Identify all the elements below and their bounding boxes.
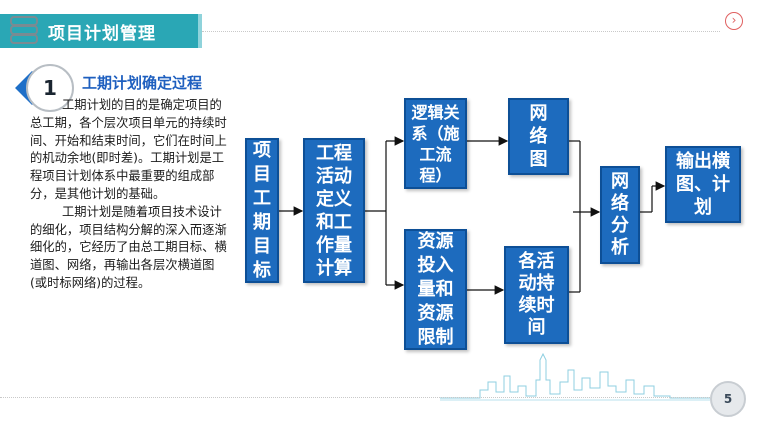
next-arrow-icon[interactable]: › [725, 12, 743, 30]
page-title: 项目计划管理 [48, 24, 156, 44]
body-paragraph-1: 工期计划的目的是确定项目的总工期，各个层次项目单元的持续时间、开始和结束时间，它… [30, 98, 227, 201]
activity-durations-box: 各活动持续时间 [504, 246, 569, 344]
network-analysis-box: 网络分析 [600, 166, 640, 264]
logic-relation-box: 逻辑关系（施工流程） [404, 98, 467, 189]
project-duration-goal-label: 项目工期目标 [253, 139, 271, 281]
footer-divider [0, 397, 712, 398]
network-chart-box: 网络图 [508, 98, 569, 175]
network-analysis-label: 网络分析 [611, 171, 629, 258]
resource-input-label: 资源投入量和资源限制 [417, 230, 454, 348]
activity-definition-box: 工程活动定义和工作量计算 [303, 138, 365, 283]
section-number: 1 [26, 64, 74, 112]
activity-durations-label: 各活动持续时间 [518, 251, 555, 338]
resource-input-box: 资源投入量和资源限制 [404, 229, 467, 350]
network-chart-label: 网络图 [529, 103, 548, 170]
body-text: 工期计划的目的是确定项目的总工期，各个层次项目单元的持续时间、开始和结束时间，它… [30, 97, 228, 293]
body-paragraph-2: 工期计划是随着项目技术设计的细化，项目结构分解的深入而逐渐细化的，它经历了由总工… [30, 204, 227, 290]
logic-relation-label: 逻辑关系（施工流程） [411, 102, 460, 185]
activity-definition-label: 工程活动定义和工作量计算 [316, 142, 352, 279]
project-duration-goal-box: 项目工期目标 [245, 138, 279, 283]
output-plan-label: 输出横图、计划 [676, 151, 730, 218]
output-plan-box: 输出横图、计划 [665, 146, 741, 223]
section-title: 工期计划确定过程 [82, 74, 203, 92]
city-skyline-icon [440, 352, 710, 401]
header-divider [202, 31, 720, 32]
page-number: 5 [710, 381, 746, 417]
